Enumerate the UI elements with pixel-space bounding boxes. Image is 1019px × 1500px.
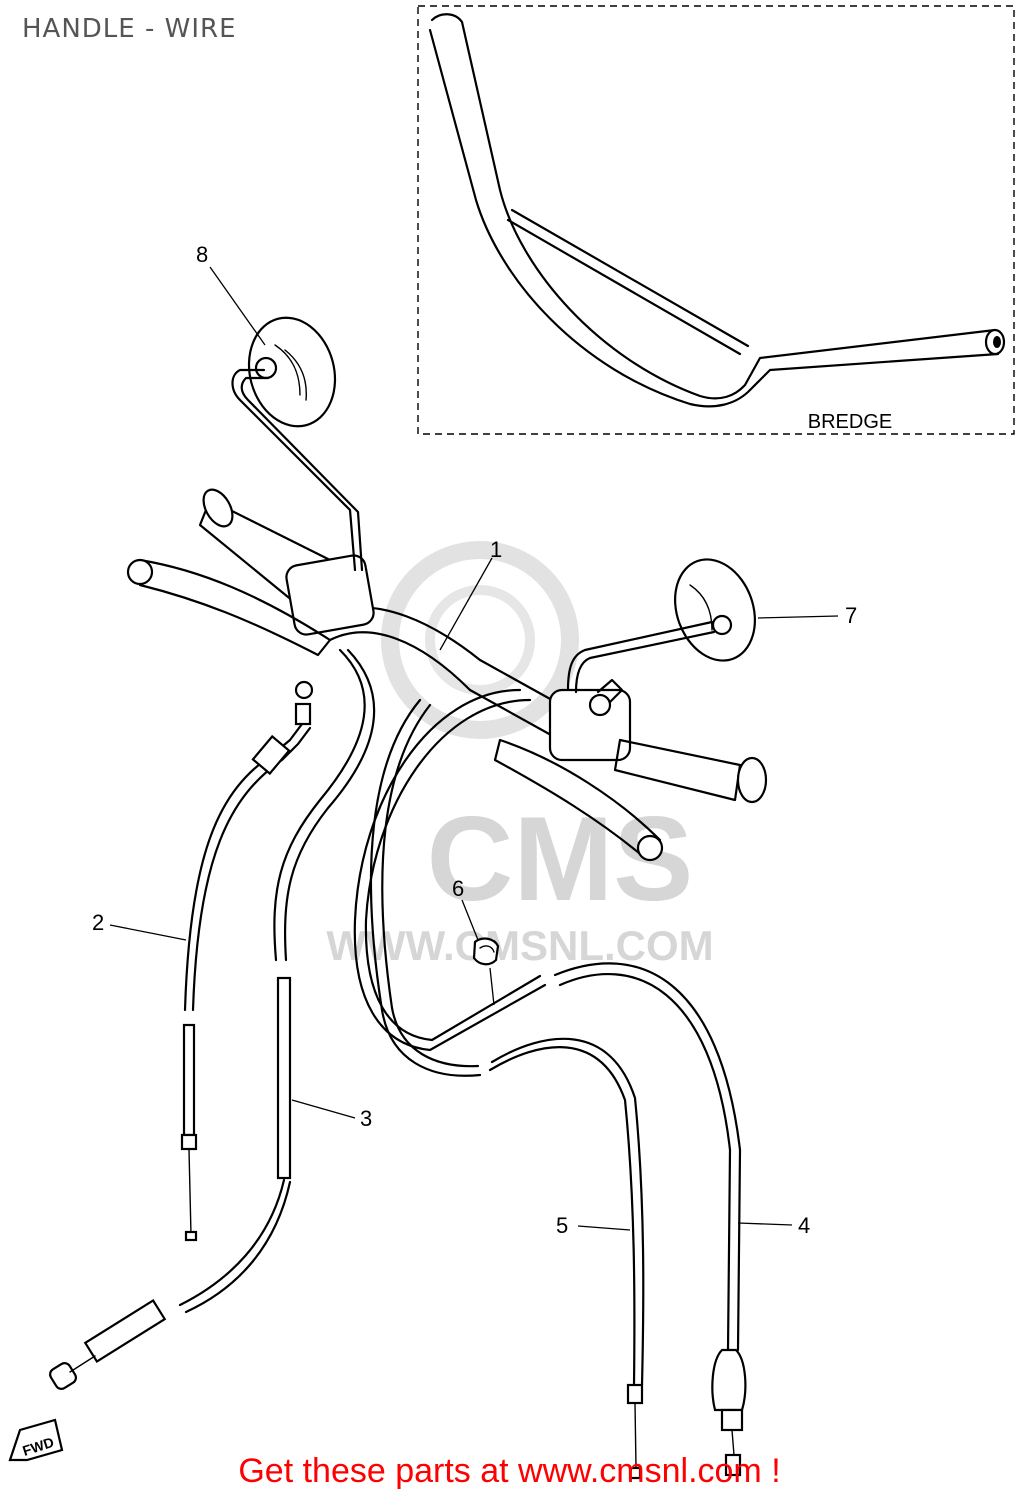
cable-5 [369,698,645,1480]
callout-4: 4 [798,1213,810,1238]
cable-2 [180,680,314,1242]
inset-label: BREDGE [808,411,892,433]
callout-2: 2 [92,910,104,935]
watermark: CMS WWW.CMSNL.COM [326,541,714,969]
diagram-title: HANDLE - WIRE [22,14,237,44]
callouts: 1 2 3 4 5 6 7 8 [92,242,857,1238]
handlebar [126,488,768,862]
footer-link[interactable]: Get these parts at www.cmsnl.com ! [238,1452,781,1490]
leader-lines [109,266,839,1231]
callout-7: 7 [845,603,857,628]
inset-bridge: BREDGE [417,5,1015,435]
callout-6: 6 [452,876,464,901]
cable-3 [49,648,376,1390]
mirror-left [231,316,364,572]
callout-1: 1 [490,537,502,562]
callout-8: 8 [196,242,208,267]
callout-3: 3 [360,1106,372,1131]
watermark-url-text: WWW.CMSNL.COM [326,922,713,969]
mirror-right [566,558,756,694]
clip-6 [472,937,500,966]
callout-5: 5 [556,1213,568,1238]
